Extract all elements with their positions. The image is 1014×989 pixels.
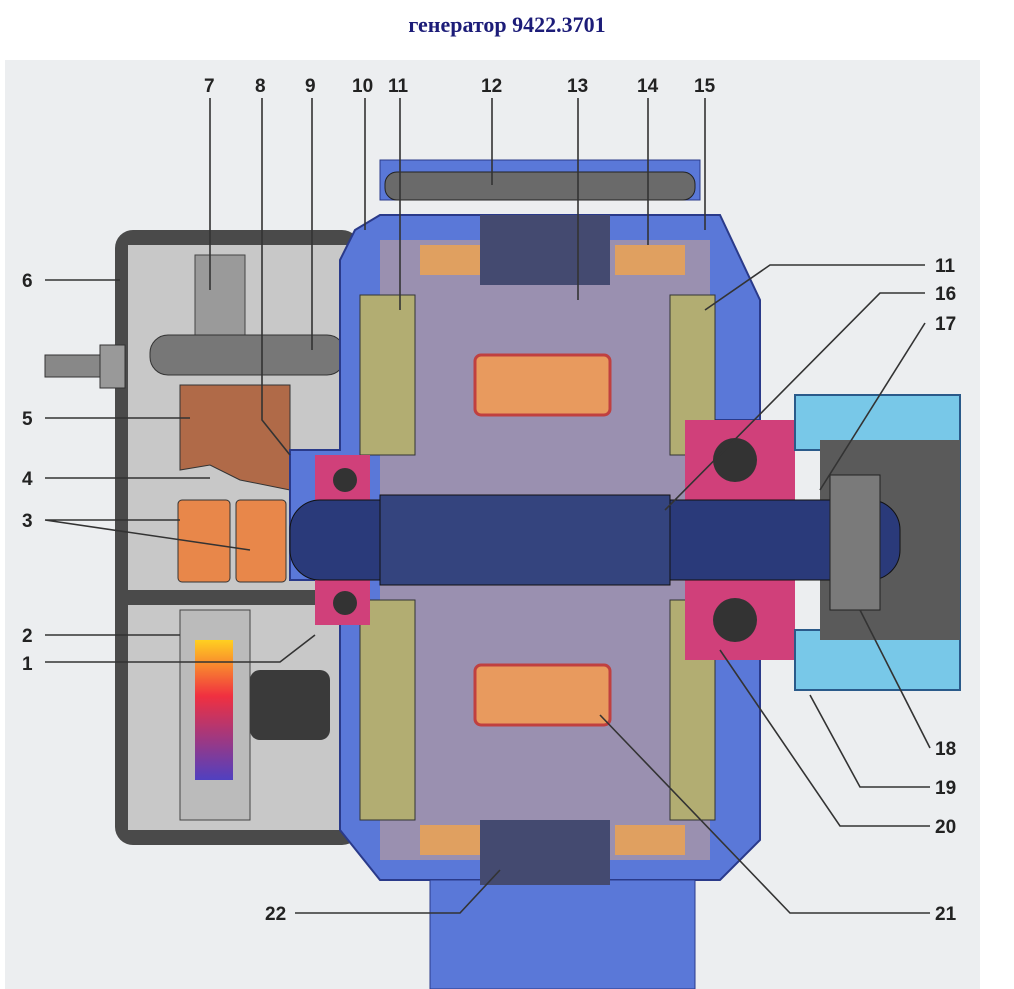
callout-18: 18: [935, 739, 956, 760]
callout-9: 9: [305, 76, 316, 97]
callout-16: 16: [935, 284, 956, 305]
terminal-bolt: [44, 334, 346, 389]
tie-bolt: [384, 171, 696, 201]
callout-15: 15: [694, 76, 716, 97]
callout-14: 14: [637, 76, 659, 97]
callout-13: 13: [567, 76, 588, 97]
voltage-regulator: [179, 609, 330, 821]
field-winding: [473, 353, 612, 727]
callout-12: 12: [481, 76, 502, 97]
bearings: [315, 420, 795, 660]
callout-8: 8: [255, 76, 266, 97]
callout-5: 5: [22, 409, 33, 430]
callout-2: 2: [22, 626, 33, 647]
callout-6: 6: [22, 271, 33, 292]
callout-11-right: 11: [935, 256, 956, 277]
callout-leaders: [44, 98, 931, 914]
pulley-nut: [829, 474, 881, 611]
callout-19: 19: [935, 778, 956, 799]
callout-22: 22: [265, 904, 286, 925]
brushes: [177, 499, 287, 583]
callout-11-top: 11: [388, 76, 409, 97]
callout-20: 20: [935, 817, 956, 838]
callout-17: 17: [935, 314, 956, 335]
callout-labels: 1 2 3 4 5 6 7 8 9 10 11 12 13 14 15 11 1…: [22, 76, 957, 925]
callout-4: 4: [22, 469, 33, 490]
callout-3: 3: [22, 511, 33, 532]
callout-1: 1: [22, 654, 33, 675]
callout-7: 7: [204, 76, 215, 97]
stator-core: [420, 215, 685, 885]
callout-21: 21: [935, 904, 957, 925]
callout-10: 10: [352, 76, 373, 97]
diagram-title: генератор 9422.3701: [408, 12, 606, 37]
shaft: [289, 494, 901, 586]
